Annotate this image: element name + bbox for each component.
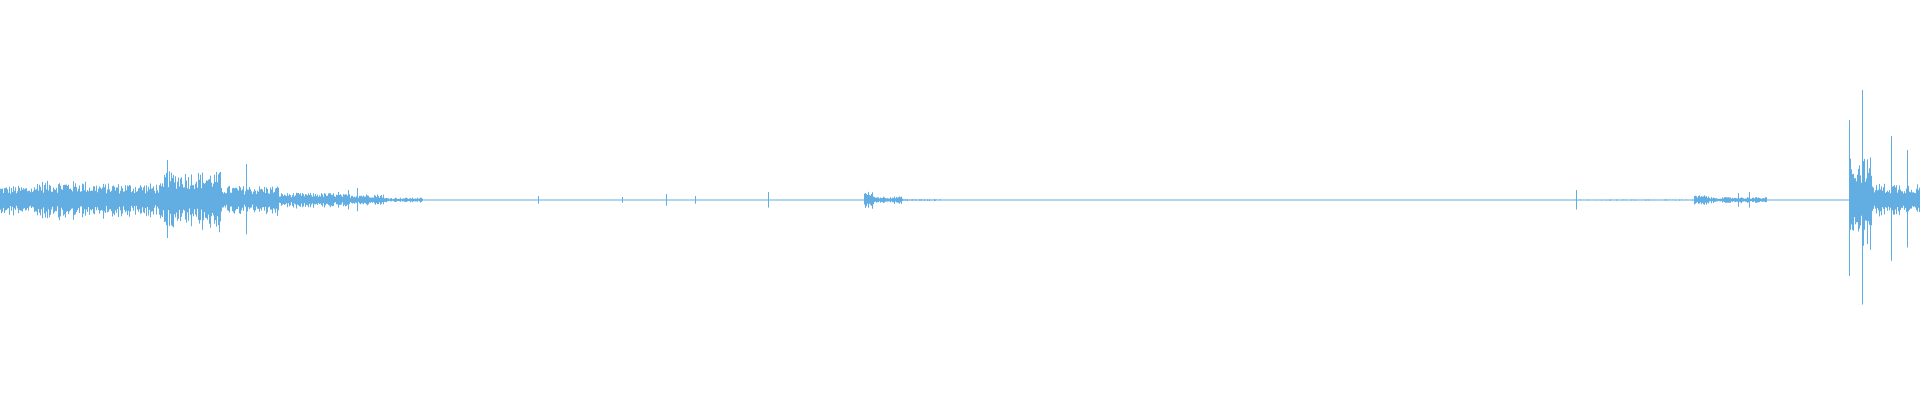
waveform-bars xyxy=(0,90,1920,305)
